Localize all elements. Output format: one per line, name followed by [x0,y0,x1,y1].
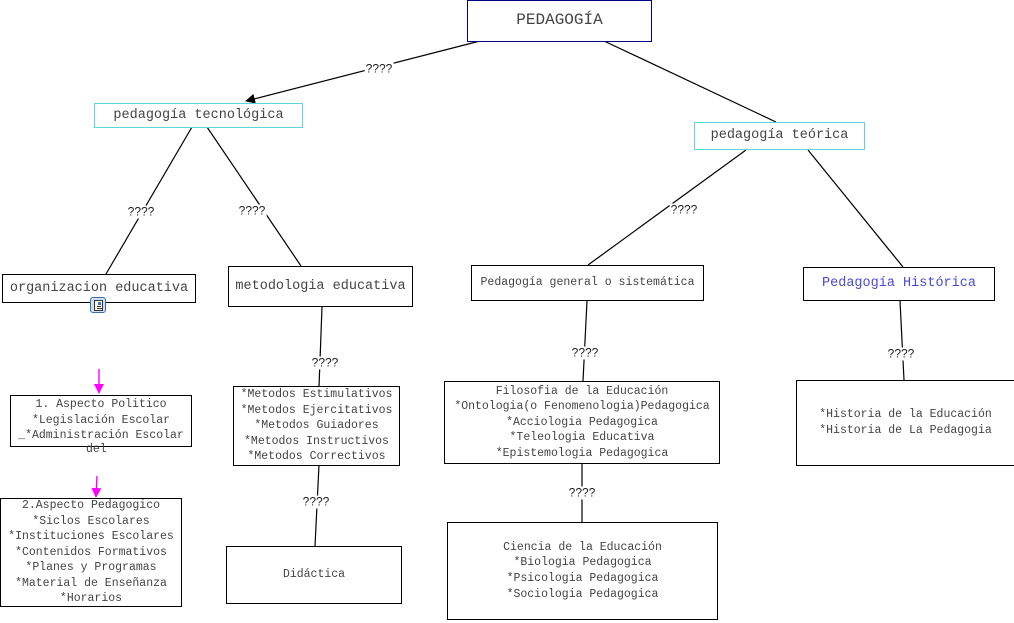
link-teorica-general [587,149,747,266]
link-root-tecnologica [245,40,481,104]
concept-label: metodologia educativa [235,278,406,294]
link-label-root-tecnologica[interactable]: ???? [364,61,394,76]
concept-label: pedagogía tecnológica [113,107,284,123]
attached-resource-icon[interactable] [90,297,106,313]
link-label-teorica-general[interactable]: ???? [669,202,699,217]
concept-label: PEDAGOGÍA [516,11,603,30]
concept-label: Ciencia de la Educación *Biologia Pedago… [503,540,662,601]
concept-pedagogia[interactable]: PEDAGOGÍA [467,0,652,42]
concept-aspecto-pedagogico[interactable]: 2.Aspecto Pedagogico *Siclos Escolares *… [0,498,182,607]
link-label-tecnologica-metodologia[interactable]: ???? [237,203,267,218]
concept-pedagogia-general[interactable]: Pedagogía general o sistemática [471,265,704,301]
document-icon [94,300,103,311]
concept-label: Pedagogía general o sistemática [480,276,695,290]
link-historica-historia [899,300,905,381]
link-metodologia-metodos [318,306,323,388]
link-label-general-filosofia[interactable]: ???? [570,345,600,360]
concept-label: 1. Aspecto Politico *Legislación Escolar… [18,398,184,443]
link-label-tecnologica-organizacion[interactable]: ???? [126,204,156,219]
concept-filosofia-educacion[interactable]: Filosofia de la Educación *Ontologia(o F… [444,381,720,464]
concept-label: Didáctica [282,568,346,582]
concept-ciencia-educacion[interactable]: Ciencia de la Educación *Biologia Pedago… [447,522,718,620]
link-tecnologica-metodologia [206,126,302,267]
concept-label: pedagogía teórica [710,128,849,144]
concept-label: *Metodos Estimulativos *Metodos Ejercita… [240,388,393,464]
link-label-metodos-didactica[interactable]: ???? [301,494,331,509]
concept-historia[interactable]: *Historia de la Educación *Historia de L… [796,380,1014,466]
link-tecnologica-organizacion [105,126,193,275]
concept-pedagogia-teorica[interactable]: pedagogía teórica [694,122,865,150]
link-teorica-historica [807,149,904,268]
concept-label: *Historia de la Educación *Historia de L… [819,408,992,437]
overflow-text: del [86,443,107,456]
concept-aspecto-politico[interactable]: 1. Aspecto Politico *Legislación Escolar… [10,395,192,447]
link-label-metodologia-metodos[interactable]: ???? [310,355,340,370]
magenta-arrow-2 [91,475,102,498]
concept-label: Pedagogía Histórica [822,276,976,292]
link-general-filosofia [582,300,588,382]
concept-label: 2.Aspecto Pedagogico *Siclos Escolares *… [8,498,174,606]
link-label-historica-historia[interactable]: ???? [886,346,916,361]
concept-metodologia-educativa[interactable]: metodologia educativa [228,266,413,307]
link-label-filosofia-ciencia[interactable]: ???? [567,485,597,500]
concept-pedagogia-historica[interactable]: Pedagogía Histórica [803,267,995,301]
concept-label: Filosofia de la Educación *Ontologia(o F… [454,384,710,460]
link-root-teorica [603,40,777,123]
concept-label: organizacion educativa [9,280,189,296]
concept-didactica[interactable]: Didáctica [226,546,402,604]
concept-metodos[interactable]: *Metodos Estimulativos *Metodos Ejercita… [233,386,400,466]
concept-pedagogia-tecnologica[interactable]: pedagogía tecnológica [94,103,303,128]
